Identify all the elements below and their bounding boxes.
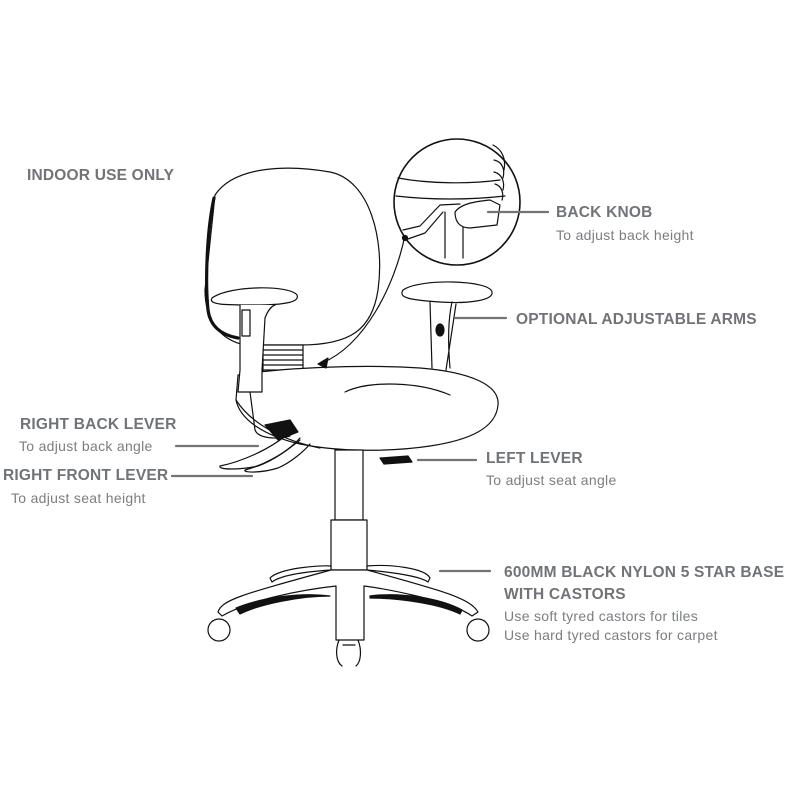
back-knob-subtitle: To adjust back height [556, 227, 694, 243]
base-title-line2: WITH CASTORS [504, 586, 626, 603]
backrest [204, 167, 381, 346]
right-front-lever-subtitle: To adjust seat height [11, 490, 146, 506]
star-base [207, 564, 490, 667]
right-back-lever-subtitle: To adjust back angle [19, 438, 153, 454]
adjustable-arms-title: OPTIONAL ADJUSTABLE ARMS [516, 311, 757, 328]
right-front-lever-title: RIGHT FRONT LEVER [3, 467, 169, 484]
back-knob-title: BACK KNOB [556, 204, 653, 221]
left-lever-subtitle: To adjust seat angle [486, 472, 617, 488]
right-back-lever-title: RIGHT BACK LEVER [20, 416, 177, 433]
callout-arrow [321, 234, 406, 364]
back-knob-callout [393, 138, 521, 266]
right-arm [210, 287, 298, 439]
base-title-line1: 600MM BLACK NYLON 5 STAR BASE [504, 564, 785, 581]
leader-lines [170, 210, 550, 573]
indoor-use-label: INDOOR USE ONLY [27, 167, 175, 184]
left-lever-title: LEFT LEVER [486, 450, 583, 467]
base-note-soft-castors: Use soft tyred castors for tiles [504, 608, 698, 624]
levers [219, 419, 413, 473]
left-arm [401, 281, 493, 371]
base-note-hard-castors: Use hard tyred castors for carpet [504, 627, 718, 643]
gas-lift [330, 449, 368, 571]
back-mechanism [262, 344, 304, 374]
